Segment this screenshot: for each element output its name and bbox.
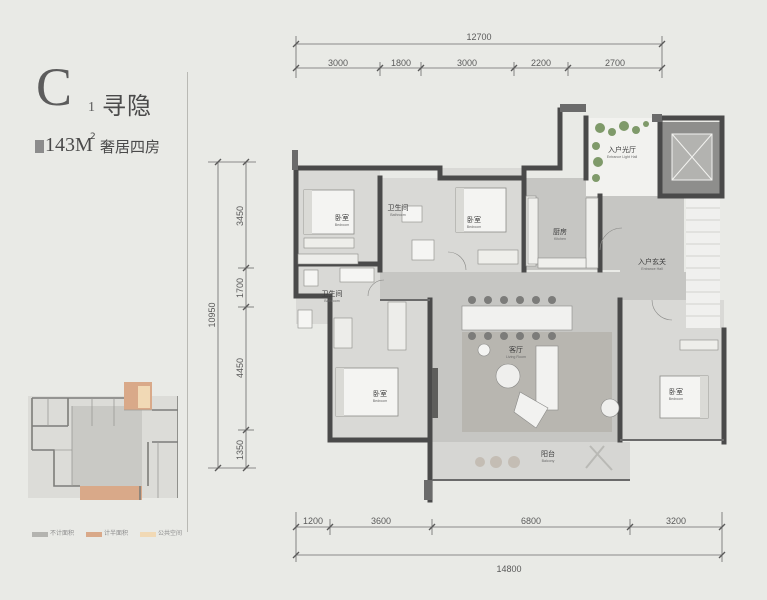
dim-bottom-seg-1: 1200 [303, 516, 323, 526]
dim-top-seg-4: 2200 [531, 58, 551, 68]
room-label-bedroom-2: 卧室 [467, 215, 481, 224]
room-label-bedroom-3: 卧室 [373, 389, 387, 398]
room-label-bedroom-4-en: Bedroom [669, 397, 684, 401]
dim-top-seg-1: 3000 [328, 58, 348, 68]
bed-southeast [659, 339, 719, 419]
floor-plan: 12700 3000 1800 3000 2200 2700 1200 3600… [207, 32, 727, 574]
room-label-balcony-en: Balcony [542, 459, 555, 463]
sofa [513, 345, 559, 429]
dim-left-seg-1: 3450 [235, 206, 245, 226]
toilet-west [303, 269, 319, 287]
room-label-bathroom-2: 卫生间 [322, 289, 343, 298]
unit-subscript: 1 [88, 100, 95, 115]
floor-lamp [477, 343, 491, 357]
room-label-bathroom-1-en: Bathroom [390, 213, 406, 217]
legend-label-not-counted: 不计面积 [50, 530, 75, 537]
room-label-entrance-hall-en: Entrance Hall [641, 267, 663, 271]
legend-swatch-not-counted [32, 532, 48, 537]
unit-type: 奢居四房 [100, 138, 161, 156]
dim-left-total: 10950 [207, 302, 217, 327]
room-label-living-room: 客厅 [509, 345, 523, 354]
room-label-bathroom-1: 卫生间 [388, 203, 409, 212]
bed-southwest [335, 367, 399, 417]
dim-bottom-seg-2: 3600 [371, 516, 391, 526]
room-label-light-hall: 入户光厅 [608, 145, 636, 154]
elevator-cross-icon [671, 133, 713, 181]
room-label-balcony: 阳台 [541, 449, 555, 458]
room-label-kitchen-en: Kitchen [554, 237, 566, 241]
room-label-bedroom-2-en: Bedroom [467, 225, 482, 229]
room-label-entrance-hall: 入户玄关 [638, 257, 666, 266]
area-unit-superscript: 2 [90, 132, 96, 142]
dim-bottom-seg-3: 6800 [521, 516, 541, 526]
legend-label-public-space: 公共空间 [158, 530, 183, 537]
room-label-light-hall-en: Entrance Light Hall [607, 155, 638, 159]
coffee-table [495, 363, 521, 389]
unit-name: 寻隐 [102, 92, 152, 120]
room-label-bedroom-3-en: Bedroom [373, 399, 388, 403]
room-label-kitchen: 厨房 [553, 227, 567, 236]
dim-left-seg-2: 1700 [235, 278, 245, 298]
area-tag-icon [35, 140, 44, 153]
legend-swatch-public-space [140, 532, 156, 537]
dim-top-seg-5: 2700 [605, 58, 625, 68]
room-label-bedroom-4: 卧室 [669, 387, 683, 396]
room-label-bathroom-2-en: Bathroom [324, 299, 340, 303]
info-panel: C 1 寻隐 143M 2 奢居四房 不计面积 计半面积 公共空间 [0, 0, 190, 600]
dim-bottom-seg-4: 3200 [666, 516, 686, 526]
dim-top-seg-2: 1800 [391, 58, 411, 68]
stair [686, 196, 720, 328]
kitchen-counters [527, 197, 599, 269]
dim-bottom-total: 14800 [496, 564, 521, 574]
balcony-chair-icon [585, 445, 613, 471]
unit-letter: C [36, 57, 73, 117]
bed-north-center [455, 187, 519, 265]
balcony-floor [432, 442, 630, 480]
room-label-living-room-en: Living Room [506, 355, 526, 359]
room-label-bedroom-1-en: Bedroom [335, 223, 350, 227]
key-plan-thumbnail [28, 382, 178, 500]
dim-top-total: 12700 [466, 32, 491, 42]
tv-console [432, 368, 438, 418]
legend-swatch-half-counted [86, 532, 102, 537]
area-value: 143M [45, 134, 93, 156]
dining-table [461, 296, 573, 340]
bed-master-north [303, 189, 355, 249]
dim-left-seg-4: 1350 [235, 440, 245, 460]
legend-label-half-counted: 计半面积 [104, 530, 129, 537]
dim-left-seg-3: 4450 [235, 358, 245, 378]
toilet-north [401, 205, 423, 223]
room-label-bedroom-1: 卧室 [335, 213, 349, 222]
panel-divider [187, 72, 188, 532]
armchair [600, 398, 620, 418]
dim-top-seg-3: 3000 [457, 58, 477, 68]
